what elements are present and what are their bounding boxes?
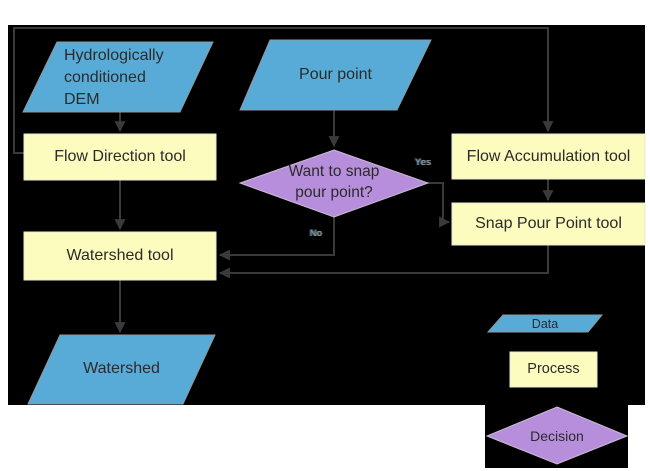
- snap-pour-point-box: [451, 202, 646, 246]
- dem-label: Hydrologically conditioned DEM: [64, 47, 164, 108]
- flow-direction-label: Flow Direction tool: [54, 148, 186, 165]
- flow-direction-box: [23, 133, 217, 181]
- flow-accumulation-box: [451, 133, 646, 180]
- watershed-parallelogram: [27, 334, 216, 405]
- dem-parallelogram: [22, 41, 214, 113]
- connector-snap-pour-point-to-watershed-tool: [218, 245, 549, 279]
- pour-point-parallelogram: [239, 39, 432, 111]
- legend-data-label: Data: [531, 317, 559, 331]
- watershed-tool-label: Watershed tool: [66, 247, 174, 264]
- legend-process-label: Process: [527, 361, 580, 377]
- yes-edge-label: Yes: [414, 157, 432, 167]
- decision-diamond: [238, 149, 430, 218]
- legend-decision-label: Decision: [530, 428, 584, 444]
- watershed-tool-box: [23, 231, 217, 281]
- legend-decision-diamond: [485, 406, 629, 465]
- connector-decision-yes-to-snap-pour-point: [428, 182, 451, 228]
- connector-flow-direction-to-flow-accumulation: [13, 27, 554, 154]
- flow-accumulation-label: Flow Accumulation tool: [466, 148, 631, 165]
- no-edge-label: No: [309, 228, 323, 238]
- connector-decision-no-to-watershed-tool: [218, 217, 335, 261]
- legend-data-parallelogram: [486, 314, 604, 333]
- decision-label: Want to snap pour point?: [288, 163, 380, 201]
- pour-point-label: Pour point: [299, 66, 372, 83]
- snap-pour-point-label: Snap Pour Point tool: [475, 215, 622, 232]
- legend-process-box: [509, 351, 598, 388]
- watershed-label: Watershed: [83, 360, 160, 377]
